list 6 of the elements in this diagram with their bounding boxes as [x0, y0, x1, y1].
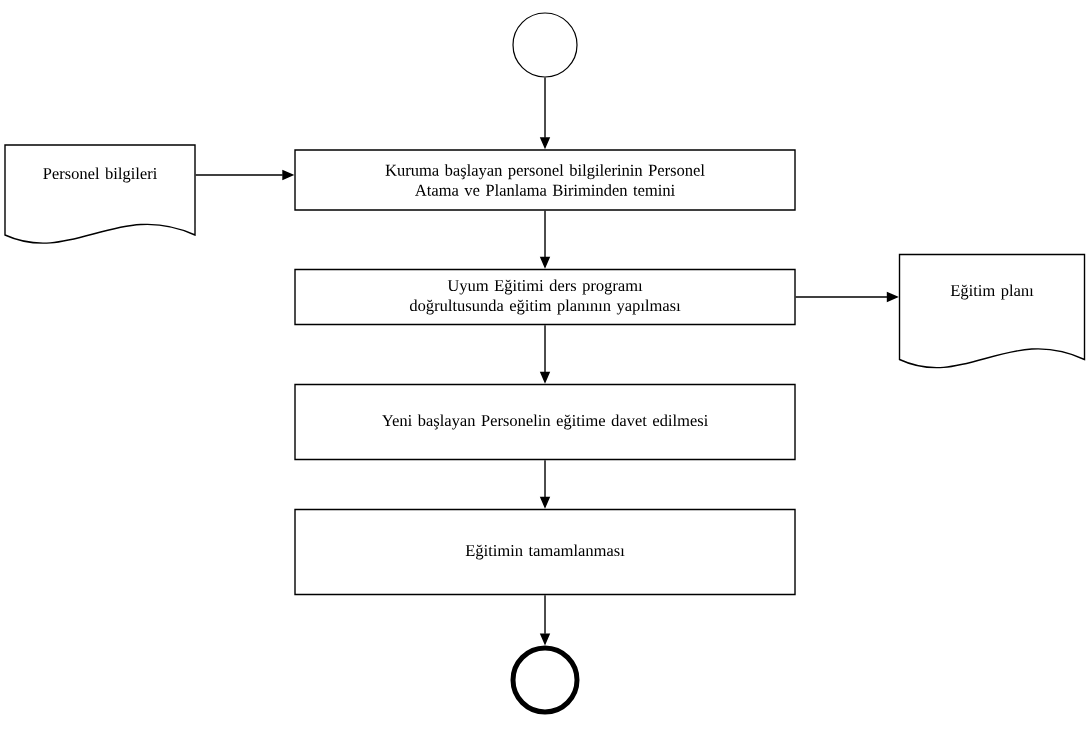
- end-circle: [510, 645, 580, 715]
- process-box: Yeni başlayan Personelin eğitime davet edilmesi: [294, 383, 796, 461]
- process-box: Uyum Eğitimi ders programı doğrultusunda eğitim planının yapılması: [294, 268, 796, 326]
- process-box: Kuruma başlayan personel bilgilerinin Personel Atama ve Planlama Biriminden temini: [294, 149, 796, 211]
- start-circle: [512, 12, 578, 78]
- process-box: Eğitimin tamamlanması: [294, 508, 796, 596]
